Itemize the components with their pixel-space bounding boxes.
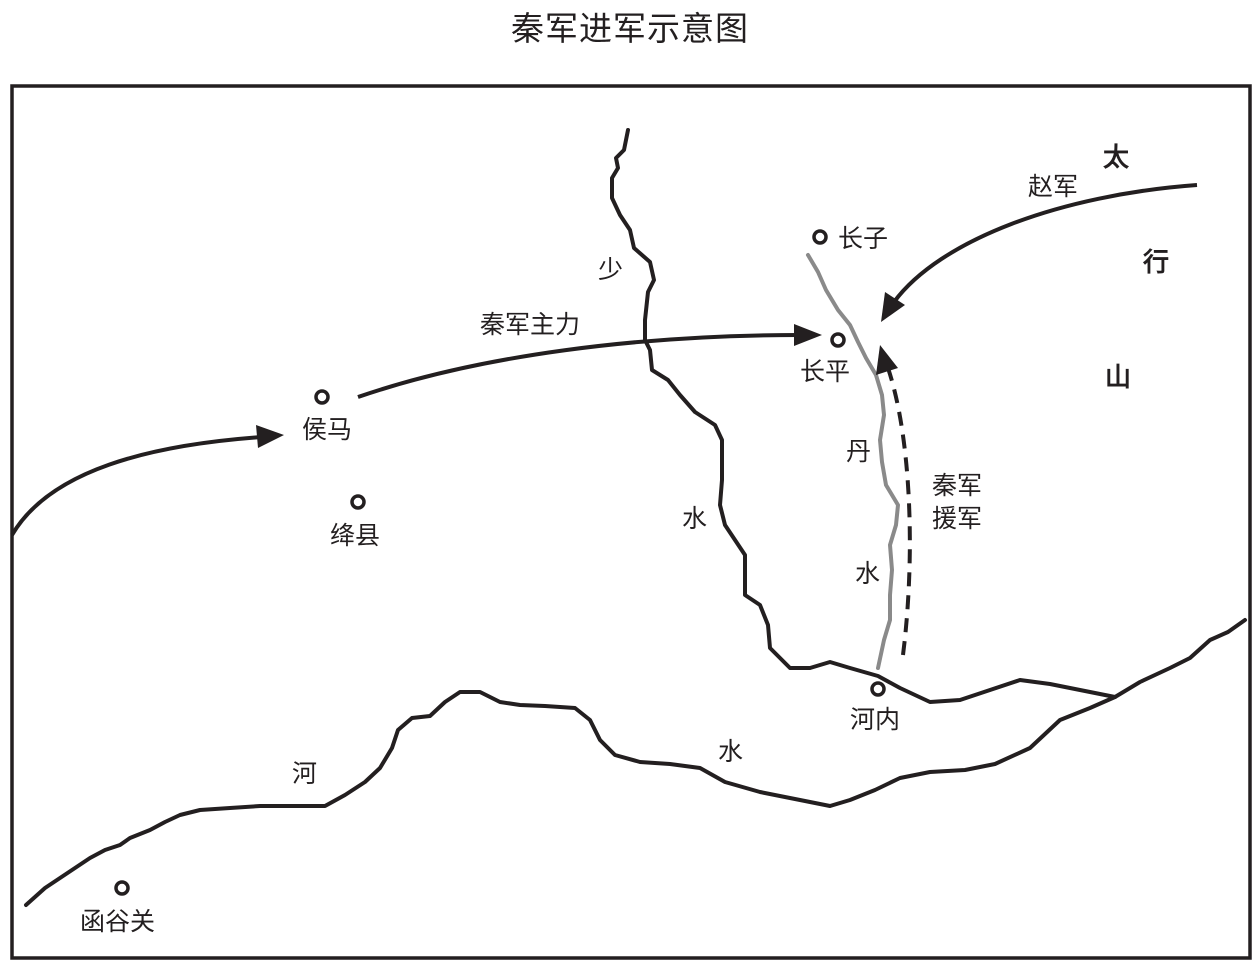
arrowhead-icon [794, 324, 822, 346]
map-frame [10, 84, 1252, 960]
river-label: 水 [718, 737, 743, 766]
river-label: 水 [855, 559, 880, 588]
town-label-henei: 河内 [850, 705, 900, 734]
town-label-houma: 侯马 [302, 415, 352, 444]
mountain-label: 太 [1103, 143, 1130, 173]
heshui-river [24, 618, 1247, 907]
qin-reinforce-arrow [886, 367, 912, 656]
town-label-jiangxian: 绛县 [330, 521, 380, 550]
army-label-qin-reinforce: 秦军 [932, 471, 982, 500]
river-label: 水 [682, 504, 707, 533]
town-label-hanguguan: 函谷关 [80, 907, 155, 936]
town-marker-jiangxian [350, 494, 366, 510]
town-marker-changping [830, 332, 846, 348]
army-label-qin-reinforce: 援军 [932, 504, 982, 533]
danshui-river [806, 253, 900, 670]
river-label: 丹 [846, 437, 871, 466]
shaoshui-river [610, 128, 1117, 704]
town-label-changping: 长平 [800, 357, 850, 386]
town-marker-henei [870, 681, 886, 697]
mountain-label: 山 [1105, 363, 1131, 393]
town-marker-houma [314, 389, 330, 405]
river-label: 少 [598, 255, 623, 284]
army-label-qin-main: 秦军主力 [480, 310, 580, 339]
arrowhead-icon [881, 292, 905, 322]
mountain-label: 行 [1142, 247, 1169, 278]
arrowhead-icon [876, 345, 898, 375]
town-label-changzi: 长子 [838, 224, 888, 253]
arrowhead-icon [256, 425, 284, 448]
town-marker-hanguguan [114, 880, 130, 896]
qin-approach-arrow [10, 435, 263, 537]
river-label: 河 [292, 759, 317, 788]
army-label-zhao: 赵军 [1028, 172, 1078, 201]
town-marker-changzi [812, 229, 828, 245]
qin-main-arrow [357, 333, 801, 399]
map-title: 秦军进军示意图 [511, 9, 749, 48]
zhao-arrow [892, 183, 1198, 304]
